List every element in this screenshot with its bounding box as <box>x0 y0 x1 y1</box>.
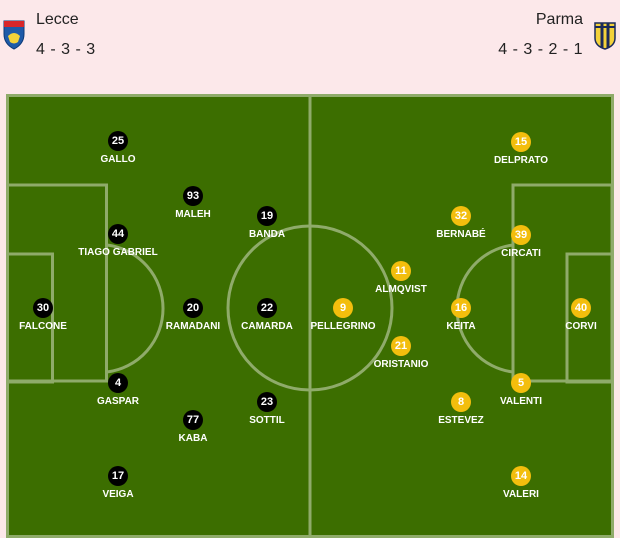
home-player[interactable]: 20 RAMADANI <box>138 298 248 332</box>
player-name: CAMARDA <box>241 321 293 332</box>
player-number: 32 <box>451 206 471 226</box>
away-player[interactable]: 8 ESTEVEZ <box>406 392 516 426</box>
home-player[interactable]: 93 MALEH <box>138 186 248 220</box>
player-name: SOTTIL <box>249 415 285 426</box>
home-player[interactable]: 77 KABA <box>138 410 248 444</box>
player-name: VEIGA <box>102 489 134 500</box>
player-number: 9 <box>333 298 353 318</box>
away-player[interactable]: 15 DELPRATO <box>466 132 576 166</box>
player-number: 77 <box>183 410 203 430</box>
away-player[interactable]: 5 VALENTI <box>466 373 576 407</box>
away-formation: 4 - 3 - 2 - 1 <box>498 41 583 58</box>
player-number: 22 <box>257 298 277 318</box>
player-number: 93 <box>183 186 203 206</box>
player-name: KEITA <box>446 321 476 332</box>
player-number: 40 <box>571 298 591 318</box>
away-player[interactable]: 21 ORISTANIO <box>346 336 456 370</box>
player-number: 16 <box>451 298 471 318</box>
player-name: RAMADANI <box>165 321 221 332</box>
pitch-markings <box>6 94 614 538</box>
player-number: 30 <box>33 298 53 318</box>
home-player[interactable]: 23 SOTTIL <box>212 392 322 426</box>
player-name: FALCONE <box>19 321 67 332</box>
match-header: Lecce 4 - 3 - 3 Parma 4 - 3 - 2 - 1 <box>0 0 620 92</box>
player-number: 4 <box>108 373 128 393</box>
away-player[interactable]: 40 CORVI <box>526 298 614 332</box>
player-name: BERNABÉ <box>436 229 486 240</box>
home-player[interactable]: 17 VEIGA <box>63 466 173 500</box>
player-number: 17 <box>108 466 128 486</box>
away-player[interactable]: 11 ALMQVIST <box>346 261 456 295</box>
player-name: ORISTANIO <box>373 359 429 370</box>
player-name: GASPAR <box>96 396 140 407</box>
player-name: GALLO <box>100 154 136 165</box>
home-player[interactable]: 19 BANDA <box>212 206 322 240</box>
player-name: TIAGO GABRIEL <box>78 247 158 258</box>
player-number: 19 <box>257 206 277 226</box>
home-player[interactable]: 30 FALCONE <box>6 298 98 332</box>
player-number: 25 <box>108 131 128 151</box>
player-number: 21 <box>391 336 411 356</box>
home-player[interactable]: 44 TIAGO GABRIEL <box>63 224 173 258</box>
home-player[interactable]: 4 GASPAR <box>63 373 173 407</box>
player-name: CIRCATI <box>501 248 541 259</box>
away-player[interactable]: 16 KEITA <box>406 298 516 332</box>
pitch: 30 FALCONE 25 GALLO 44 TIAGO GABRIEL 4 G… <box>6 94 614 538</box>
away-player[interactable]: 14 VALERI <box>466 466 576 500</box>
player-name: VALERI <box>503 489 539 500</box>
player-name: BANDA <box>248 229 286 240</box>
home-team-name: Lecce <box>36 11 79 28</box>
player-number: 23 <box>257 392 277 412</box>
home-player[interactable]: 25 GALLO <box>63 131 173 165</box>
parma-crest-icon <box>594 22 616 50</box>
player-name: ALMQVIST <box>375 284 427 295</box>
away-team-name: Parma <box>535 11 583 28</box>
home-player[interactable]: 22 CAMARDA <box>212 298 322 332</box>
player-number: 15 <box>511 132 531 152</box>
player-name: DELPRATO <box>493 155 549 166</box>
player-name: ESTEVEZ <box>438 415 484 426</box>
player-number: 44 <box>108 224 128 244</box>
player-name: CORVI <box>565 321 597 332</box>
away-player[interactable]: 9 PELLEGRINO <box>288 298 398 332</box>
player-name: MALEH <box>175 209 211 220</box>
player-name: PELLEGRINO <box>310 321 376 332</box>
player-number: 11 <box>391 261 411 281</box>
player-number: 39 <box>511 225 531 245</box>
player-number: 5 <box>511 373 531 393</box>
home-formation: 4 - 3 - 3 <box>36 41 96 58</box>
lecce-crest-icon <box>3 20 25 50</box>
away-player[interactable]: 32 BERNABÉ <box>406 206 516 240</box>
player-number: 20 <box>183 298 203 318</box>
away-player[interactable]: 39 CIRCATI <box>466 225 576 259</box>
player-number: 14 <box>511 466 531 486</box>
player-name: KABA <box>178 433 208 444</box>
player-number: 8 <box>451 392 471 412</box>
player-name: VALENTI <box>499 396 543 407</box>
